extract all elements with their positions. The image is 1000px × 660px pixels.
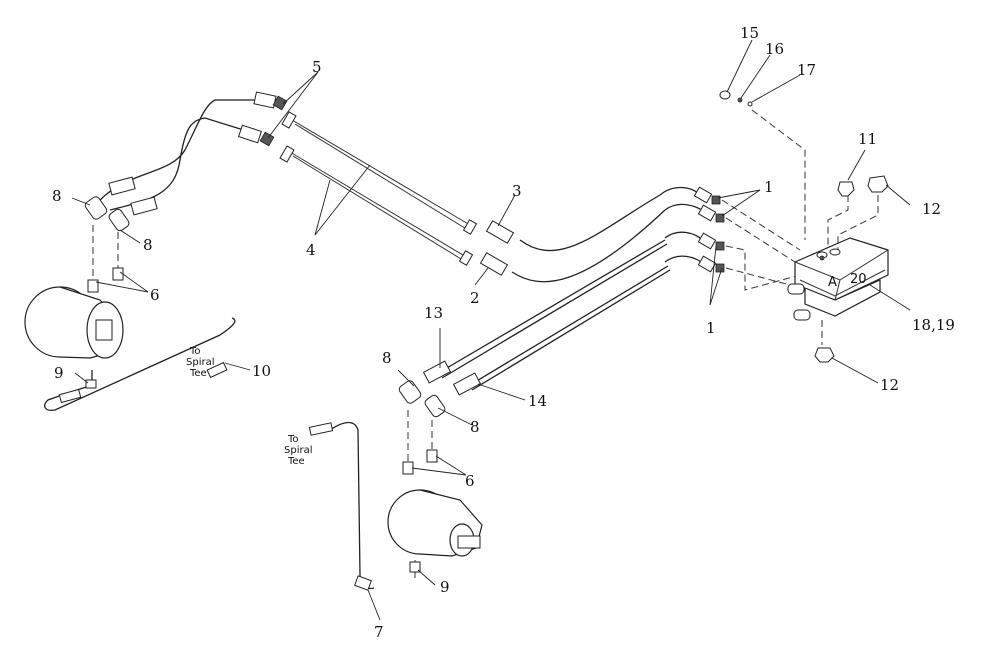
callout-8-left-a: 8	[52, 187, 62, 205]
leader-lines	[71, 39, 911, 621]
callout-10: 10	[252, 362, 271, 380]
note-spiral-tee-lower: To Spiral Tee	[284, 434, 313, 467]
lower-motor	[308, 421, 483, 591]
note-spiral-tee-left: To Spiral Tee	[186, 346, 215, 379]
upper-hose-assembly	[99, 99, 666, 283]
callout-17: 17	[797, 61, 816, 79]
callout-8-lower-a: 8	[382, 349, 392, 367]
callout-1-lower: 1	[706, 319, 716, 337]
callout-13: 13	[424, 304, 443, 322]
callout-12-upper: 12	[922, 200, 941, 218]
note-line: Tee	[287, 456, 305, 467]
callout-3: 3	[512, 182, 522, 200]
callout-1-upper: 1	[764, 178, 774, 196]
note-line: Spiral	[284, 445, 313, 456]
callout-9-left: 9	[54, 364, 64, 382]
callout-6-lower: 6	[465, 472, 475, 490]
block-number: 20	[850, 272, 867, 287]
note-line: To	[189, 346, 201, 357]
manifold-block: A 20	[719, 90, 889, 363]
note-line: Spiral	[186, 357, 215, 368]
callout-11: 11	[858, 130, 877, 148]
callout-8-lower-b: 8	[470, 418, 480, 436]
callout-7: 7	[374, 623, 384, 641]
note-line: Tee	[189, 368, 207, 379]
callout-4: 4	[306, 241, 316, 259]
callout-14: 14	[528, 392, 547, 410]
note-line: To	[287, 434, 299, 445]
callout-6-left: 6	[150, 286, 160, 304]
callout-5: 5	[312, 58, 322, 76]
fittings-upper	[238, 91, 515, 276]
callout-15: 15	[740, 24, 759, 42]
block-letter: A	[828, 275, 837, 290]
right-hose-group	[659, 186, 801, 291]
lower-hose-assembly	[398, 239, 671, 475]
left-motor	[24, 176, 236, 411]
callout-18-19: 18,19	[912, 316, 955, 334]
callout-16: 16	[765, 40, 784, 58]
callout-2: 2	[470, 289, 480, 307]
callout-8-left-b: 8	[143, 236, 153, 254]
callout-12-lower: 12	[880, 376, 899, 394]
callout-9-lower: 9	[440, 578, 450, 596]
callouts: 1 1 2 3 4 5 6 6 7 8 8 8 8 9 9 10 11 12 1…	[52, 24, 955, 641]
